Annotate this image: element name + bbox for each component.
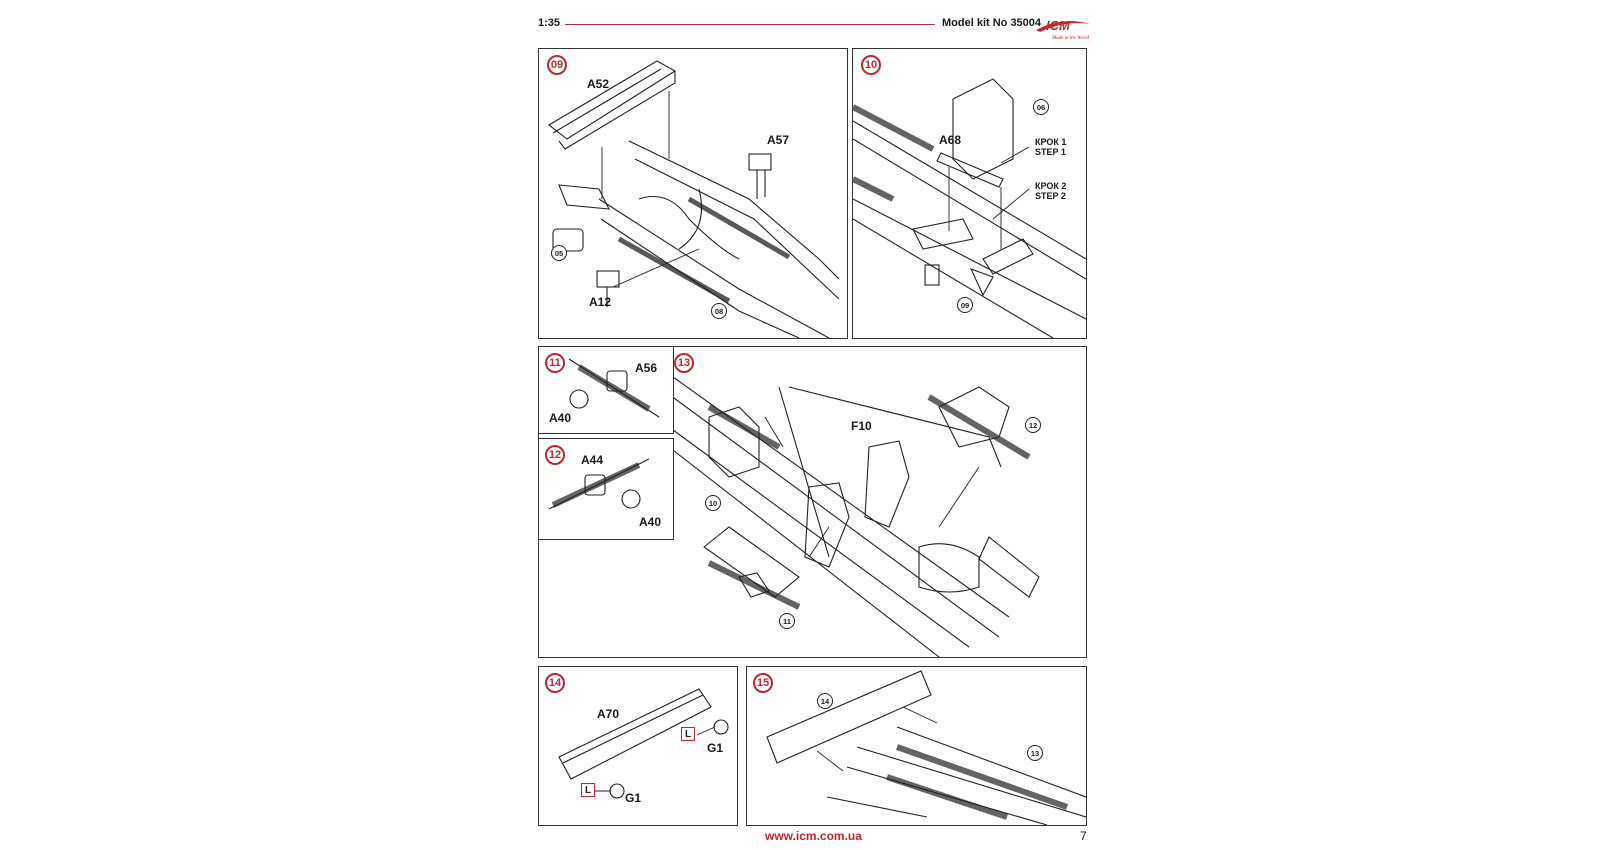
left-side-marker: L [681,727,695,741]
step-number: 13 [674,353,694,373]
step-number: 11 [545,353,565,373]
logo-tagline: Made in the World [1051,36,1090,41]
part-label: A68 [939,133,962,147]
part-label: G1 [625,791,642,805]
icm-logo: ICM Made in the World [1032,12,1094,42]
step-reference: 12 [1025,417,1041,433]
part-label: F10 [851,419,872,433]
logo-text: ICM [1046,18,1071,33]
step-reference: 06 [1033,99,1049,115]
step-12-drawing [548,458,650,510]
part-label: A70 [597,707,620,721]
part-label: A44 [581,453,604,467]
step-09-drawing [548,60,840,338]
step-reference: 10 [705,495,721,511]
scale-label: 1:35 [538,17,561,29]
step-reference: 13 [1027,745,1043,761]
header-rule [565,24,935,25]
part-label: A12 [589,295,612,309]
step-number: 12 [545,445,565,465]
panel-step-10: 10 A68 06 09 КРОК 1 STEP 1 КРОК 2 STEP 2 [852,48,1087,339]
kit-number: Model kit No 35004 [942,17,1042,29]
step-number: 15 [753,673,773,693]
step-14-drawing [558,688,729,799]
step-number: 09 [547,55,567,75]
panel-step-11: 11 A56 A40 [538,346,674,434]
panel-step-12: 12 A44 A40 [538,438,674,540]
part-label: G1 [707,741,724,755]
step-reference: 08 [711,303,727,319]
website-link[interactable]: www.icm.com.ua [765,829,862,843]
panel-step-14: 14 A70 L G1 L G1 [538,666,738,826]
part-label: A52 [587,77,610,91]
part-label: A40 [639,515,662,529]
step-15-drawing [766,670,1086,825]
page-number: 7 [1080,829,1087,843]
part-label: A40 [549,411,572,425]
part-label: A56 [635,361,658,375]
left-side-marker: L [581,783,595,797]
part-label: A57 [767,133,790,147]
panel-step-09: 09 A52 A57 A12 05 08 [538,48,848,339]
panel-step-15: 15 14 13 [746,666,1087,826]
step-number: 14 [545,673,565,693]
step-reference: 05 [551,245,567,261]
step-reference: 09 [957,297,973,313]
step-11-drawing [568,358,660,418]
step-13-drawing [658,366,1040,657]
step-reference: 11 [779,613,795,629]
step-number: 10 [861,55,881,75]
step-note-2: КРОК 2 STEP 2 [1035,181,1067,201]
step-10-drawing [853,78,1086,338]
step-note-1: КРОК 1 STEP 1 [1035,137,1067,157]
step-reference: 14 [817,693,833,709]
